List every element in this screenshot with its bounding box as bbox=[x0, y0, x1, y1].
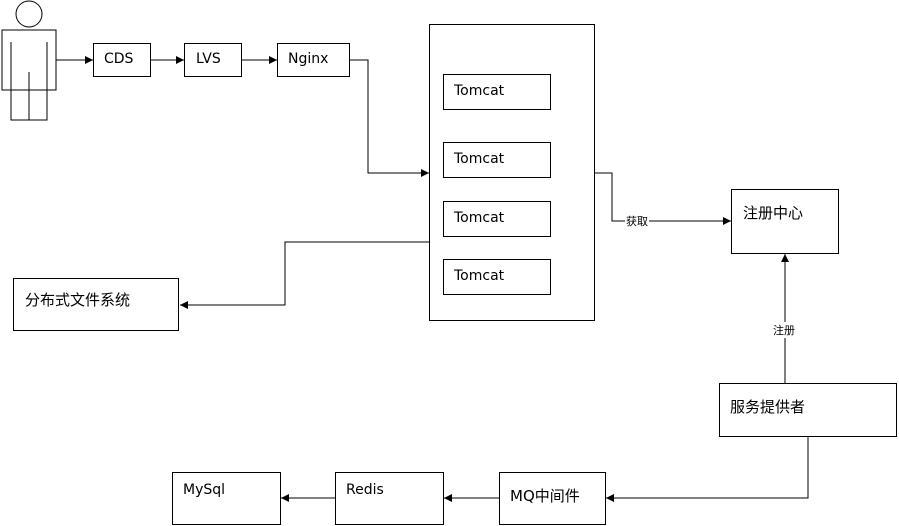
mq-node: MQ中间件 bbox=[499, 472, 606, 525]
tomcat-label: Tomcat bbox=[454, 210, 505, 226]
user-icon bbox=[1, 0, 57, 121]
tomcat-label: Tomcat bbox=[454, 151, 505, 167]
dfs-label: 分布式文件系统 bbox=[25, 291, 131, 309]
fetch-edge-label: 获取 bbox=[625, 213, 649, 229]
redis-node: Redis bbox=[335, 472, 444, 525]
mysql-node: MySql bbox=[172, 472, 281, 525]
tomcat-label: Tomcat bbox=[454, 83, 505, 99]
nginx-node: Nginx bbox=[277, 43, 350, 77]
edge-cluster-registry bbox=[594, 172, 731, 225]
tomcat-node: Tomcat bbox=[443, 142, 551, 178]
register-edge-label: 注册 bbox=[772, 322, 796, 338]
cds-label: CDS bbox=[104, 51, 134, 67]
tomcat-label: Tomcat bbox=[454, 268, 505, 284]
nginx-label: Nginx bbox=[288, 51, 329, 67]
edge-cluster-dfs bbox=[180, 241, 429, 309]
registry-node: 注册中心 bbox=[731, 189, 839, 254]
tomcat-node: Tomcat bbox=[443, 259, 551, 295]
tomcat-node: Tomcat bbox=[443, 74, 551, 110]
mq-label: MQ中间件 bbox=[510, 487, 580, 505]
cds-node: CDS bbox=[93, 43, 151, 77]
redis-label: Redis bbox=[346, 482, 384, 498]
edge-nginx-cluster bbox=[350, 59, 429, 177]
lvs-label: LVS bbox=[196, 51, 221, 67]
tomcat-node: Tomcat bbox=[443, 201, 551, 237]
provider-label: 服务提供者 bbox=[730, 398, 806, 416]
edge-provider-mq bbox=[606, 437, 809, 502]
registry-label: 注册中心 bbox=[743, 204, 804, 222]
provider-node: 服务提供者 bbox=[719, 383, 897, 437]
mysql-label: MySql bbox=[183, 482, 226, 498]
dfs-node: 分布式文件系统 bbox=[13, 278, 179, 331]
lvs-node: LVS bbox=[184, 43, 242, 77]
